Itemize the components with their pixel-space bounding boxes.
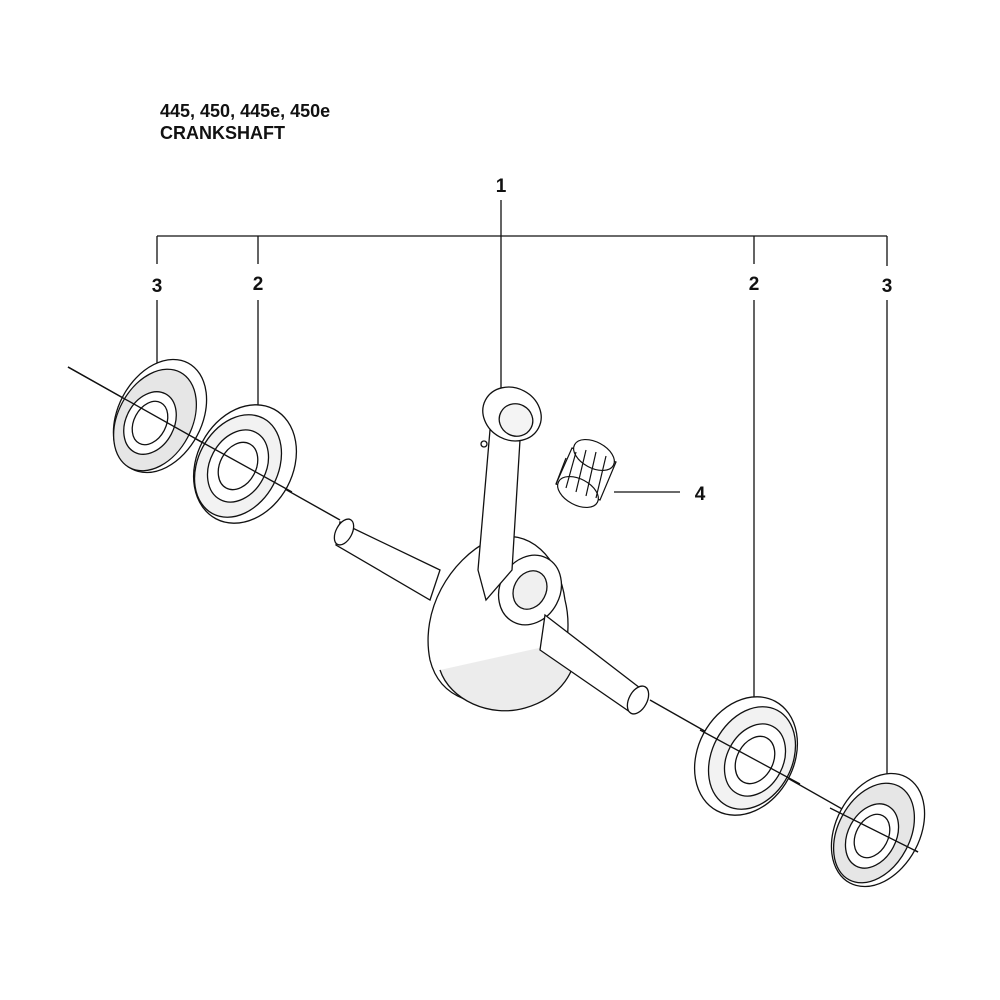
oil-seal-right — [829, 772, 926, 888]
oil-seal-left — [67, 358, 208, 474]
ball-bearing-left — [192, 404, 298, 524]
callout-2-bearing-right: 2 — [749, 274, 760, 295]
crankshaft — [333, 518, 650, 715]
diagram-header: 445, 450, 445e, 450e CRANKSHAFT — [160, 100, 330, 144]
connecting-rod — [477, 386, 542, 602]
ball-bearing-right — [693, 696, 801, 816]
callout-4-needle-bearing: 4 — [695, 484, 706, 505]
model-numbers: 445, 450, 445e, 450e — [160, 101, 331, 121]
callout-1-crankshaft: 1 — [496, 176, 507, 197]
needle-roller-bearing — [555, 438, 617, 509]
callout-3-seal-left: 3 — [152, 276, 163, 297]
section-title: CRANKSHAFT — [160, 123, 285, 143]
leader-lines — [156, 200, 888, 778]
callout-2-bearing-left: 2 — [253, 274, 264, 295]
callout-3-seal-right: 3 — [882, 276, 893, 297]
